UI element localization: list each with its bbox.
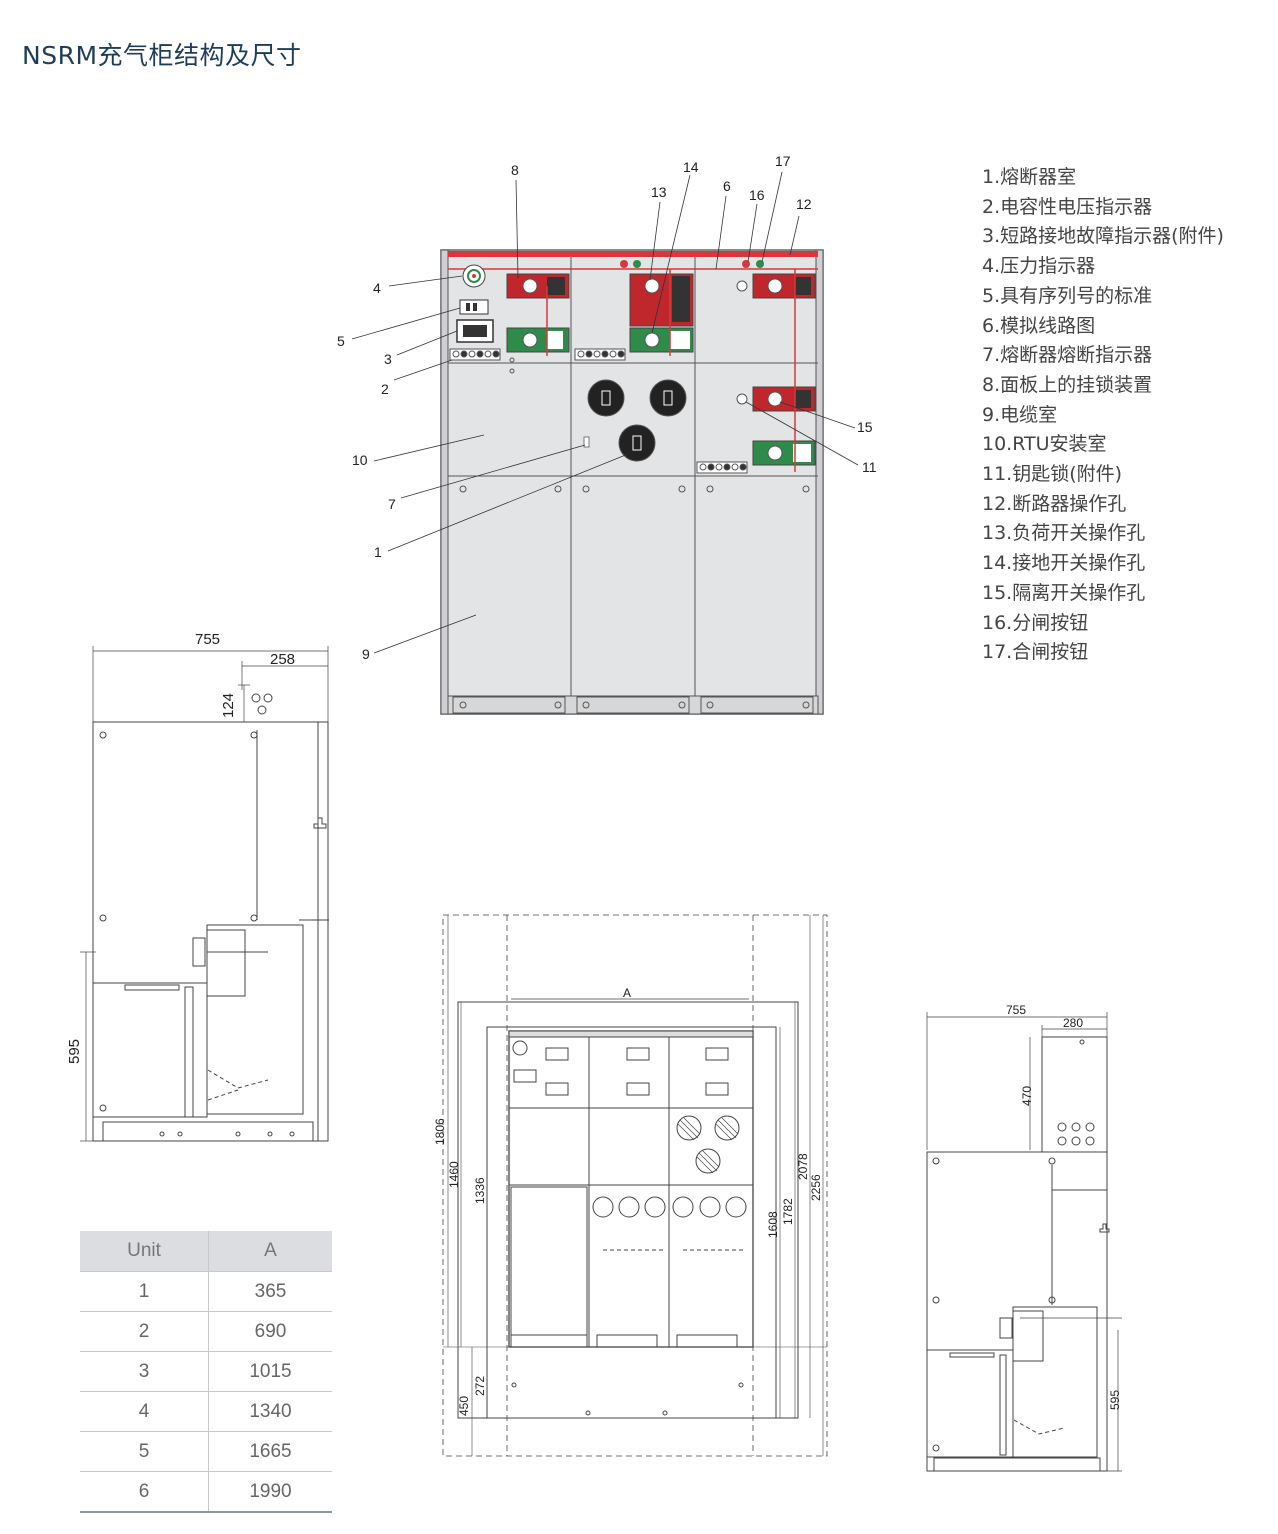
table-cell: 3 [80,1351,209,1392]
dim-label: 450 [457,1396,471,1416]
callout-label: 15 [857,419,873,435]
plan-view-dims: 1806 1460 1336 1608 1782 2078 2256 272 4… [433,1118,823,1416]
callout-labels: 4 5 3 2 8 13 14 6 16 17 12 15 11 10 7 1 … [337,153,877,662]
front-view [440,249,824,715]
legend-item: 3.短路接地故障指示器(附件) [982,225,1224,248]
legend-item: 14.接地开关操作孔 [982,552,1146,575]
plan-view: A [442,914,828,1457]
legend-item: 15.隔离开关操作孔 [982,581,1146,604]
legend-item: 2.电容性电压指示器 [982,195,1153,218]
table-row: 6 1990 [80,1471,332,1513]
legend-item: 11.钥匙锁(附件) [982,463,1123,486]
callout-label: 5 [337,333,345,349]
legend-item: 4.压力指示器 [982,255,1096,278]
legend-item: 12.断路器操作孔 [982,492,1127,515]
dim-label: A [623,986,631,1000]
callout-label: 13 [651,184,667,200]
dim-label: 1608 [766,1211,780,1238]
legend-item: 16.分闸按钮 [982,611,1089,634]
left-side-view [80,646,329,1142]
legend-item: 6.模拟线路图 [982,314,1096,337]
callout-label: 7 [388,496,396,512]
dim-label: 595 [1108,1390,1122,1410]
table-cell: 1665 [208,1431,332,1472]
legend-item: 10.RTU安装室 [982,433,1107,456]
dim-label: 1806 [433,1118,447,1145]
dim-label: 595 [66,1039,83,1064]
dim-label: 280 [1063,1016,1083,1030]
table-row: 1 365 [80,1271,332,1312]
legend-item: 13.负荷开关操作孔 [982,522,1146,545]
unit-dimension-table: Unit A 1 365 2 690 3 1015 4 1340 5 1665 … [80,1231,332,1513]
legend-item: 1.熔断器室 [982,166,1077,188]
table-row: 3 1015 [80,1351,332,1392]
callout-label: 10 [352,452,368,468]
table-cell: 690 [208,1311,332,1352]
callout-leaders [351,171,859,654]
red-bar [448,251,818,257]
callout-label: 9 [362,646,370,662]
legend-item: 9.电缆室 [982,403,1058,426]
dim-label: 470 [1020,1086,1034,1106]
open-button-icon [620,260,628,268]
callout-label: 11 [862,459,877,475]
callout-label: 12 [796,196,812,212]
table-cell: 6 [80,1471,209,1513]
page-title: NSRM充气柜结构及尺寸 [22,41,302,70]
table-row: 5 1665 [80,1431,332,1472]
column-header: Unit [80,1231,209,1272]
dim-label: 755 [1006,1003,1026,1017]
table-header-row: Unit A [80,1231,332,1272]
column-header: A [208,1231,332,1272]
callout-label: 14 [683,159,699,175]
table-cell: 1015 [208,1351,332,1392]
dim-label: 1336 [473,1177,487,1204]
table-cell: 1990 [208,1471,332,1513]
table-cell: 365 [208,1271,332,1312]
dim-label: 2078 [796,1153,810,1180]
dim-label: 2256 [809,1174,823,1201]
legend-item: 5.具有序列号的标准 [982,284,1153,307]
left-side-dims: 755 258 124 595 [66,631,295,1064]
right-side-dims: 755 280 470 595 [1006,1003,1122,1410]
legend-item: 8.面板上的挂锁装置 [982,373,1153,396]
callout-label: 4 [373,280,381,296]
component-legend: 1.熔断器室 2.电容性电压指示器 3.短路接地故障指示器(附件) 4.压力指示… [982,163,1224,668]
callout-label: 6 [723,178,731,194]
right-side-view [926,1012,1122,1472]
close-button-icon [633,260,641,268]
dim-label: 755 [195,631,220,648]
callout-label: 3 [384,351,392,367]
table-cell: 1340 [208,1391,332,1432]
table-cell: 2 [80,1311,209,1352]
table-cell: 1 [80,1271,209,1312]
table-cell: 5 [80,1431,209,1472]
table-row: 2 690 [80,1311,332,1352]
dim-label: 1460 [447,1161,461,1188]
callout-label: 1 [374,544,382,560]
callout-label: 16 [749,187,765,203]
legend-item: 7.熔断器熔断指示器 [982,344,1153,367]
callout-label: 8 [511,162,519,178]
legend-item: 17.合闸按钮 [982,641,1089,664]
table-row: 4 1340 [80,1391,332,1432]
dim-label: 1782 [781,1198,795,1225]
dim-label: 272 [473,1376,487,1396]
table-cell: 4 [80,1391,209,1432]
dim-label: 124 [220,693,237,718]
dim-label: 258 [270,651,295,668]
callout-label: 2 [381,381,389,397]
callout-label: 17 [775,153,791,169]
